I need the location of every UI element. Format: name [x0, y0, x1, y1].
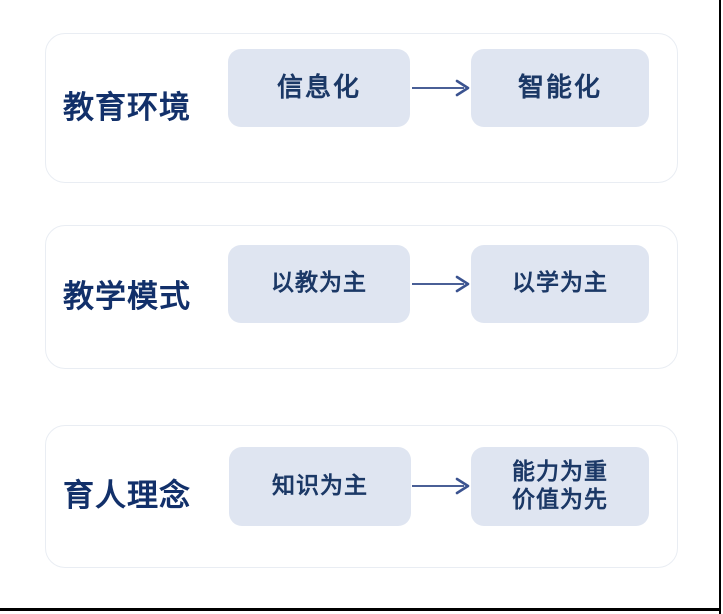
- row-label-education-philosophy: 育人理念: [63, 478, 191, 514]
- pill-from-teaching-mode: 以教为主: [228, 245, 410, 323]
- pill-to-education-philosophy: 能力为重 价值为先: [471, 447, 649, 526]
- pill-from-education-philosophy: 知识为主: [229, 447, 411, 526]
- frame-edge-bottom: [0, 608, 719, 611]
- pill-from-education-environment: 信息化: [228, 49, 410, 127]
- pill-to-line-1: 智能化: [517, 72, 602, 103]
- transition-row-education-environment: 教育环境 信息化 智能化: [45, 33, 678, 183]
- pill-from-line-1: 知识为主: [272, 472, 368, 499]
- arrow-right-icon: [412, 475, 472, 497]
- pill-to-line-1: 以学为主: [512, 270, 608, 297]
- pill-to-line-1: 能力为重: [512, 459, 608, 486]
- transition-row-teaching-mode: 教学模式 以教为主 以学为主: [45, 225, 678, 369]
- arrow-right-icon: [412, 77, 472, 99]
- pill-from-line-1: 信息化: [276, 72, 361, 103]
- frame-edge-right: [719, 0, 721, 614]
- row-label-education-environment: 教育环境: [63, 89, 191, 126]
- pill-from-line-1: 以教为主: [271, 270, 367, 297]
- arrow-right-icon: [412, 273, 472, 295]
- pill-to-line-2: 价值为先: [512, 486, 608, 513]
- pill-to-education-environment: 智能化: [471, 49, 649, 127]
- transition-row-education-philosophy: 育人理念 知识为主 能力为重 价值为先: [45, 425, 678, 568]
- pill-to-teaching-mode: 以学为主: [471, 245, 649, 323]
- row-label-teaching-mode: 教学模式: [63, 278, 191, 315]
